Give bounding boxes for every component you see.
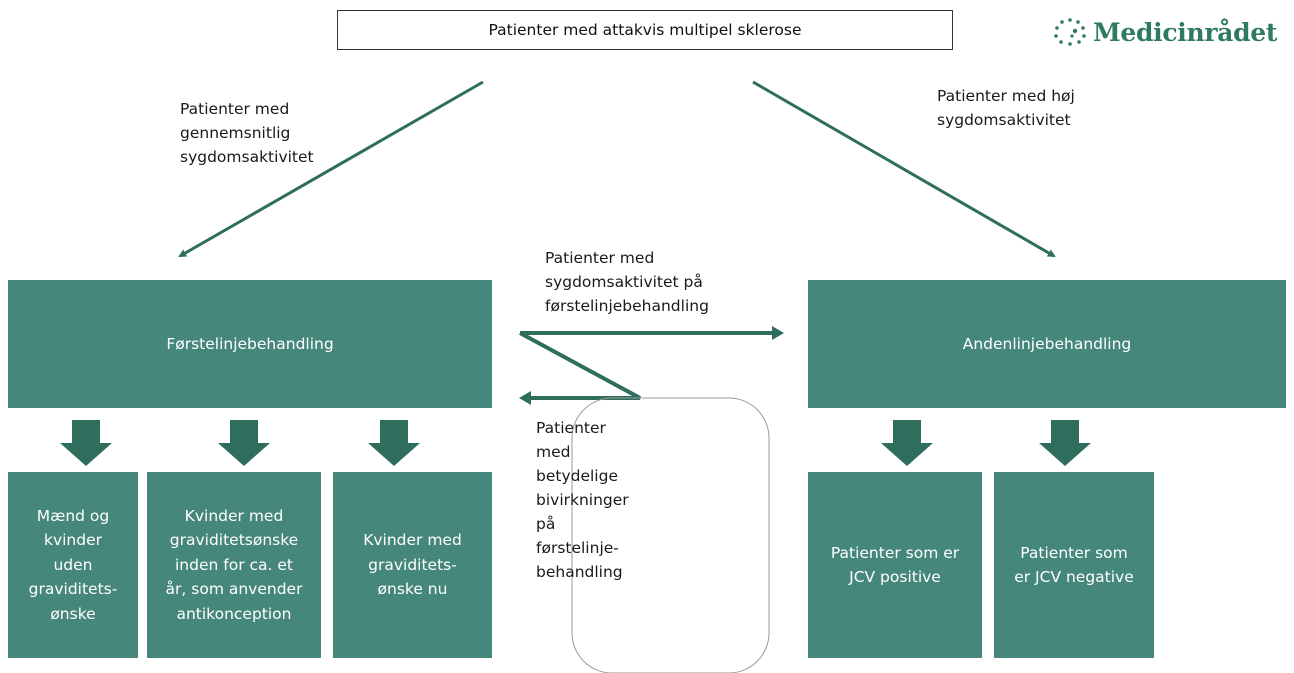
dotted-circle-logo-icon xyxy=(1054,18,1086,46)
group-line: graviditets- xyxy=(368,555,457,574)
down-arrow-icon xyxy=(368,420,420,466)
group-no-pregnancy-wish: Mænd og kvinder uden graviditets- ønske xyxy=(8,472,138,658)
group-line: inden for ca. et xyxy=(175,555,293,574)
group-pregnancy-wish-now: Kvinder med graviditets- ønske nu xyxy=(333,472,492,658)
arrow-to-first-line xyxy=(178,80,484,258)
down-arrow-icon xyxy=(60,420,112,466)
second-line-label: Andenlinjebehandling xyxy=(962,335,1132,353)
group-line: antikonception xyxy=(176,604,292,623)
label-line: bivirkninger xyxy=(536,491,629,509)
down-arrow-icon xyxy=(218,420,270,466)
group-line: uden xyxy=(53,555,93,574)
label-line: gennemsnitlig xyxy=(180,124,291,142)
label-line: Patienter med høj xyxy=(937,87,1075,105)
down-arrows xyxy=(60,420,1091,466)
logo-text: Medicinrådet xyxy=(1093,17,1278,47)
zigzag-connector xyxy=(519,331,780,400)
side-effects-outline xyxy=(571,397,770,673)
label-side-effects: Patienter med betydelige bivirkninger på… xyxy=(536,416,629,584)
label-line: med xyxy=(536,443,571,461)
group-line: Patienter som er xyxy=(830,543,960,562)
group-line: Mænd og xyxy=(36,506,110,525)
label-line: førstelinje- xyxy=(536,539,619,557)
group-pregnancy-wish-within-year: Kvinder med graviditetsønske inden for c… xyxy=(147,472,321,658)
down-arrow-icon xyxy=(1039,420,1091,466)
group-jcv-positive: Patienter som er JCV positive xyxy=(808,472,982,658)
group-line: kvinder xyxy=(43,531,102,550)
group-line: Patienter som xyxy=(1020,543,1128,562)
label-line: Patienter med xyxy=(180,100,290,118)
medicinraadet-logo: Medicinrådet xyxy=(1053,14,1283,50)
label-line: Patienter med xyxy=(545,249,655,267)
group-line: ønske xyxy=(50,604,96,623)
label-line: betydelige xyxy=(536,467,618,485)
first-line-treatment-box: Førstelinjebehandling xyxy=(8,280,492,408)
first-line-label: Førstelinjebehandling xyxy=(166,335,334,353)
population-box: Patienter med attakvis multipel sklerose xyxy=(337,10,953,50)
group-line: JCV positive xyxy=(849,568,941,586)
group-line: år, som anvender xyxy=(165,580,303,599)
label-line: sygdomsaktivitet xyxy=(937,111,1071,129)
down-arrow-icon xyxy=(881,420,933,466)
group-line: Kvinder med xyxy=(184,506,284,525)
label-average-activity: Patienter med gennemsnitlig sygdomsaktiv… xyxy=(180,97,314,169)
group-line: graviditets- xyxy=(28,580,118,599)
group-line: graviditetsønske xyxy=(169,531,299,550)
second-line-treatment-box: Andenlinjebehandling xyxy=(808,280,1286,408)
label-line: behandling xyxy=(536,563,623,581)
group-line: ønske nu xyxy=(377,580,448,599)
label-line: sygdomsaktivitet på xyxy=(545,273,703,291)
group-line: Kvinder med xyxy=(363,531,462,550)
group-jcv-negative: Patienter som er JCV negative xyxy=(994,472,1154,658)
arrow-head-left xyxy=(519,391,531,405)
label-line: sygdomsaktivitet xyxy=(180,148,314,166)
arrow-head-right xyxy=(772,326,784,340)
label-high-activity: Patienter med høj sygdomsaktivitet xyxy=(937,84,1075,132)
label-activity-on-first-line: Patienter med sygdomsaktivitet på første… xyxy=(545,246,709,318)
label-line: på xyxy=(536,515,556,533)
label-line: Patienter xyxy=(536,419,606,437)
label-line: førstelinjebehandling xyxy=(545,297,709,315)
group-line: er JCV negative xyxy=(1014,568,1134,586)
arrow-to-second-line xyxy=(752,80,1056,258)
